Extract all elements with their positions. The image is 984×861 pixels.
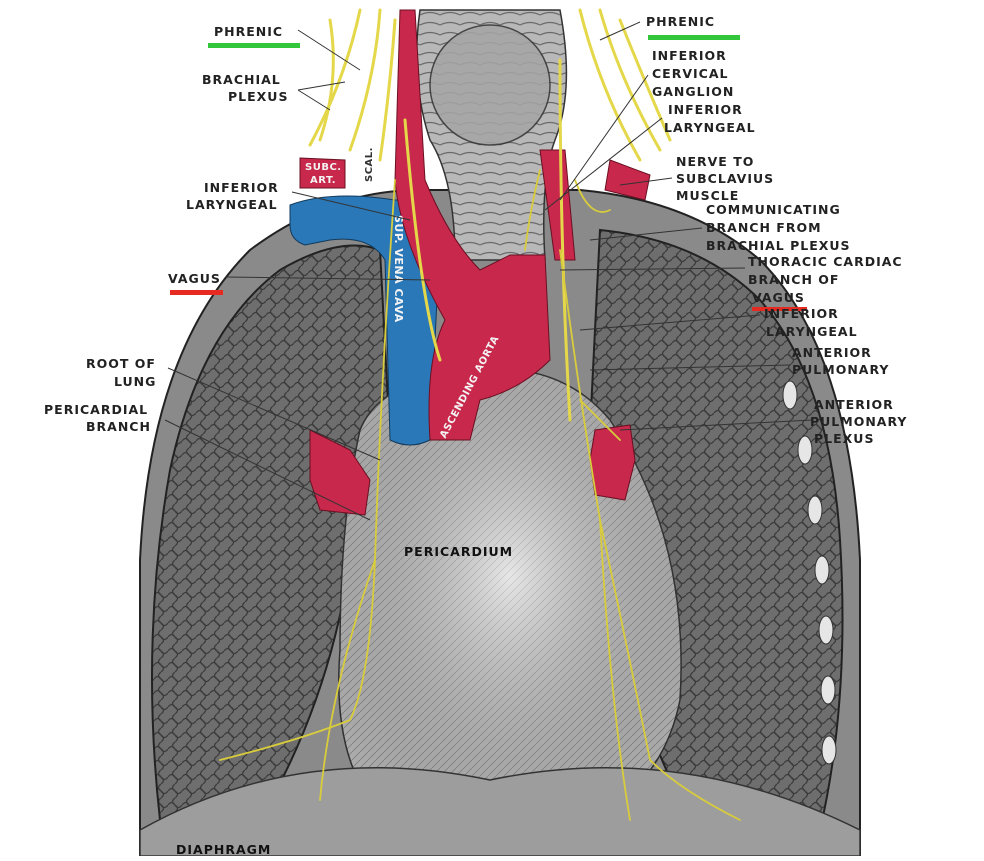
label-thoracic-cardiac: THORACIC CARDIAC [748, 254, 903, 269]
phrenic-right-underline [648, 35, 740, 40]
label-inferior-cervical-ganglion-2: CERVICAL [652, 66, 728, 81]
scalenus-label: SCAL. [364, 147, 375, 182]
label-pericardial-branch: PERICARDIAL [44, 402, 148, 417]
label-phrenic-right: PHRENIC [646, 14, 715, 29]
carotid-left [539, 149, 576, 261]
label-inferior-cervical-ganglion-3: GANGLION [652, 84, 734, 99]
label-root-of-lung-2: LUNG [114, 374, 156, 389]
lung-left-side [151, 244, 392, 821]
diaphragm [139, 766, 861, 857]
subclavian-artery-right [604, 159, 651, 201]
label-anterior-pulmonary-plexus-3: PLEXUS [814, 431, 874, 446]
pulmonary-vessel-left [309, 429, 371, 516]
label-anterior-pulmonary-plexus-2: PULMONARY [810, 414, 907, 429]
label-inferior-laryngeal-right-bottom-2: LARYNGEAL [766, 324, 858, 339]
label-anterior-pulmonary: ANTERIOR [792, 345, 872, 360]
ascending-aorta [394, 9, 551, 441]
label-vagus-right: VAGUS [752, 290, 805, 305]
label-brachial-plexus-2: PLEXUS [228, 89, 288, 104]
label-anterior-pulmonary-2: PULMONARY [792, 362, 889, 377]
label-inferior-laryngeal-right-bottom: INFERIOR [764, 306, 839, 321]
label-communicating-branch: COMMUNICATING [706, 202, 841, 217]
label-inferior-laryngeal-right-top-2: LARYNGEAL [664, 120, 756, 135]
rib-cartilages [782, 380, 837, 765]
subclavian-artery-left [299, 157, 346, 189]
pulmonary-vessel-right [589, 424, 636, 501]
label-root-of-lung: ROOT OF [86, 356, 156, 371]
label-communicating-branch-2: BRANCH FROM [706, 220, 822, 235]
label-pericardium: PERICARDIUM [404, 544, 513, 559]
label-nerve-to-subclavius: NERVE TO [676, 154, 754, 169]
superior-vena-cava [289, 195, 441, 446]
label-nerve-to-subclavius-2: SUBCLAVIUS [676, 171, 774, 186]
label-vagus-left: VAGUS [168, 271, 221, 286]
label-diaphragm: DIAPHRAGM [176, 842, 271, 856]
label-pericardial-branch-2: BRANCH [86, 419, 151, 434]
subclavian-artery-label: SUBC. [305, 162, 342, 173]
label-nerve-to-subclavius-3: MUSCLE [676, 188, 739, 203]
label-inferior-laryngeal-right-top: INFERIOR [668, 102, 743, 117]
label-inferior-laryngeal-left-2: LARYNGEAL [186, 197, 278, 212]
vagus-left-underline [170, 290, 223, 295]
phrenic-left-underline [208, 43, 300, 48]
label-inferior-cervical-ganglion: INFERIOR [652, 48, 727, 63]
vagus-right-underline [752, 307, 807, 311]
label-thoracic-cardiac-2: BRANCH OF [748, 272, 839, 287]
leader-lines [164, 21, 813, 521]
label-brachial-plexus: BRACHIAL [202, 72, 281, 87]
label-inferior-laryngeal-left: INFERIOR [204, 180, 279, 195]
label-phrenic-left: PHRENIC [214, 24, 283, 39]
subclavian-artery-label-2: ART. [310, 175, 336, 186]
nerves [219, 8, 741, 821]
sup-vena-cava-label: SUP. VENA CAVA [392, 215, 405, 323]
label-communicating-branch-3: BRACHIAL PLEXUS [706, 238, 851, 253]
thyroid [429, 24, 551, 146]
label-anterior-pulmonary-plexus: ANTERIOR [814, 397, 894, 412]
